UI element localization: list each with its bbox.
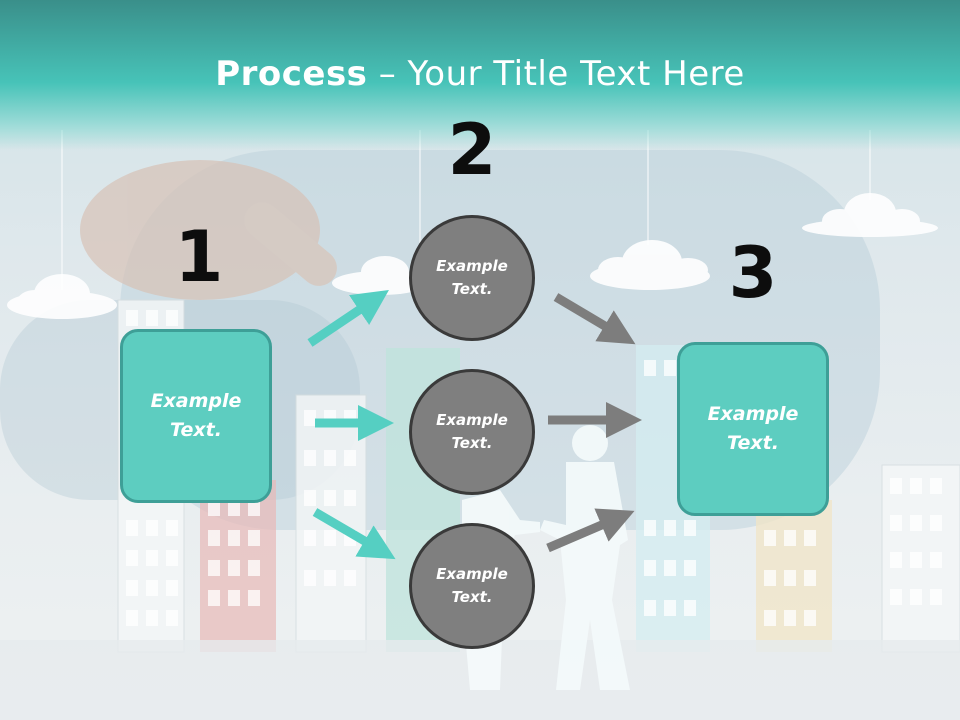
slide-title: Process – Your Title Text Here: [0, 52, 960, 96]
step-1-text: Example Text.: [150, 390, 242, 441]
cloud-icon: [7, 274, 117, 319]
step-3-number: 3: [728, 232, 778, 314]
arrow-from-circle-1: [553, 293, 636, 345]
step-1-number: 1: [174, 216, 224, 298]
step-2-number: 2: [447, 109, 497, 191]
circle-1-text: Example Text.: [436, 257, 508, 298]
step-2-circle-1[interactable]: Example Text.: [409, 215, 535, 341]
cloud-icon: [332, 256, 428, 295]
header-band: [0, 0, 960, 150]
step-2-circle-3[interactable]: Example Text.: [409, 523, 535, 649]
title-bold: Process: [215, 54, 368, 94]
arrow-to-circle-1: [307, 289, 389, 347]
building-windows: [126, 310, 942, 626]
circle-2-text: Example Text.: [436, 411, 508, 452]
pointing-hand-icon: [80, 160, 337, 300]
step-3-box[interactable]: Example Text.: [677, 342, 829, 516]
arrow-from-circle-3: [546, 508, 635, 553]
cloud-icon: [802, 193, 938, 237]
step-3-text: Example Text.: [707, 403, 799, 454]
cloud-icon: [590, 240, 710, 290]
title-rest: – Your Title Text Here: [367, 54, 745, 94]
step-1-box[interactable]: Example Text.: [120, 329, 272, 503]
step-2-circle-2[interactable]: Example Text.: [409, 369, 535, 495]
circle-3-text: Example Text.: [436, 565, 508, 606]
arrow-to-circle-3: [312, 508, 396, 560]
